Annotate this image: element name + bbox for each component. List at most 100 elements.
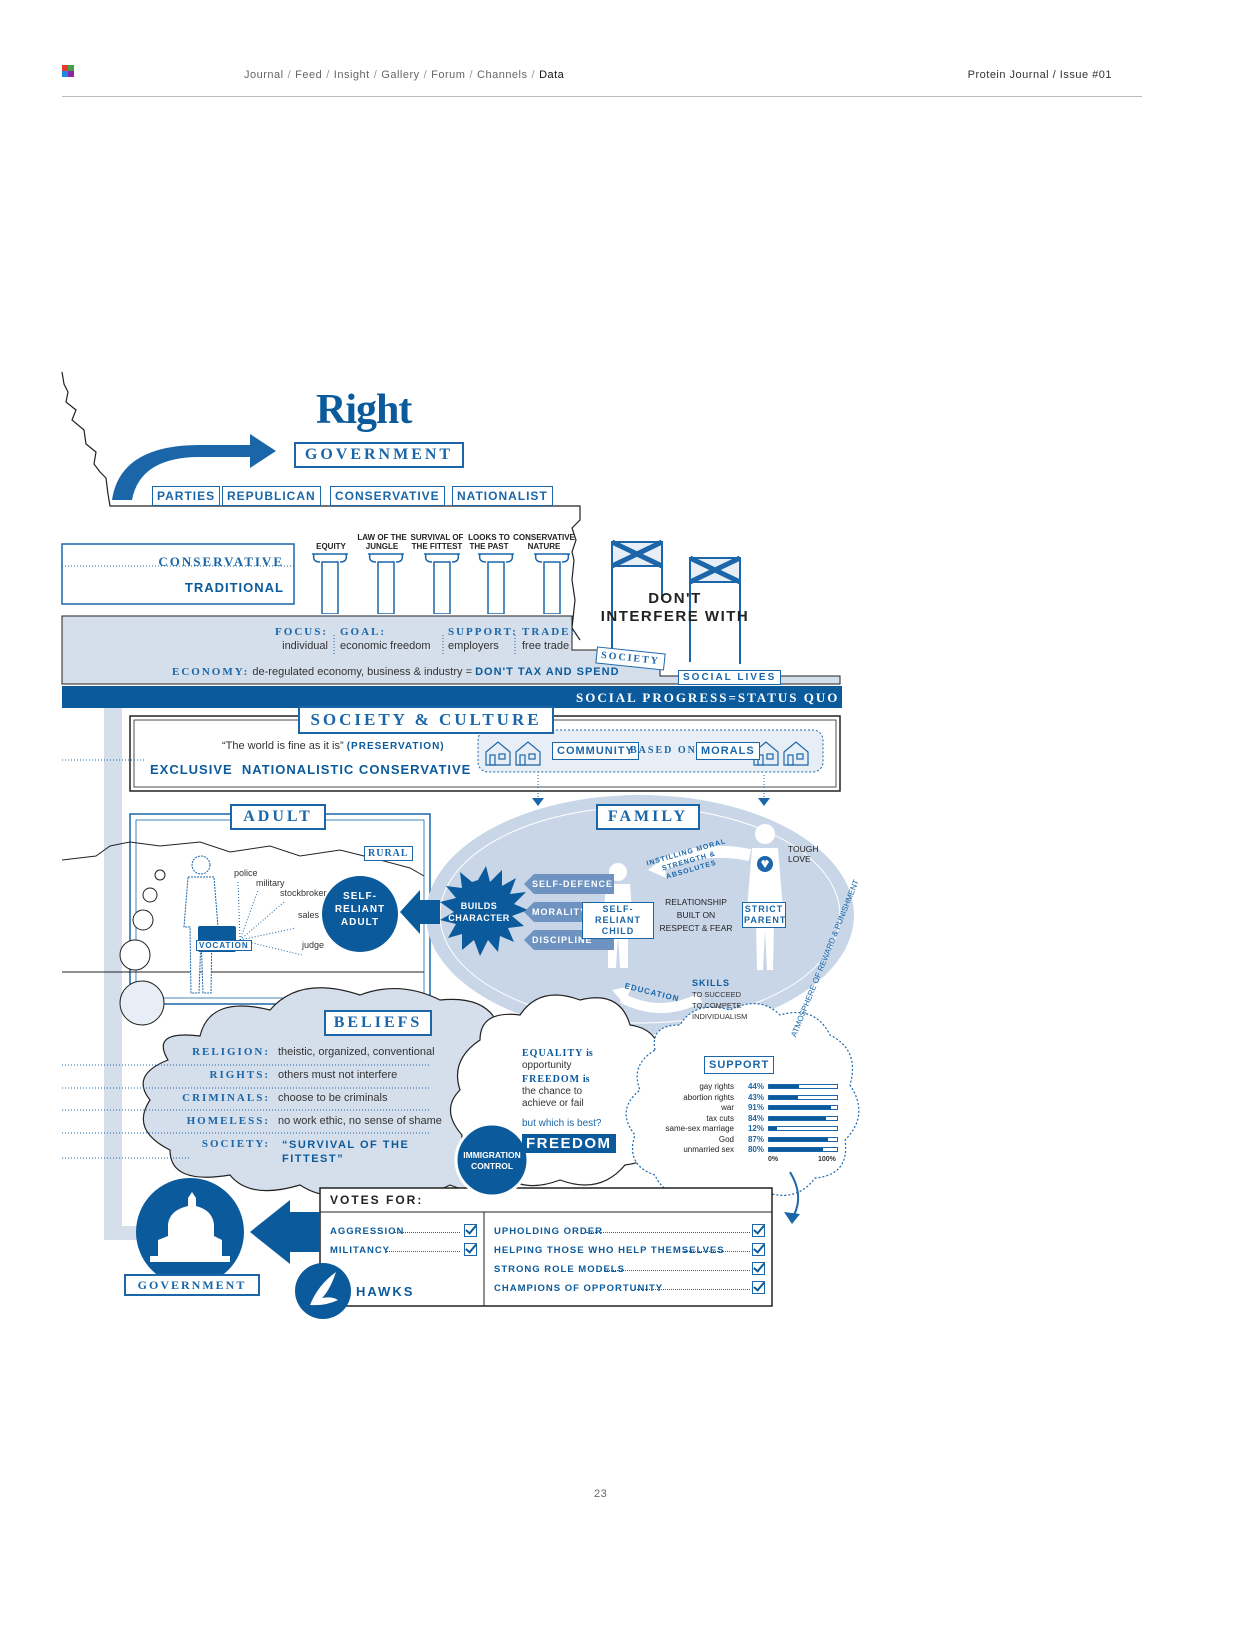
support-bar (769, 1148, 824, 1151)
support-value-label: 43% (747, 1092, 764, 1102)
support-value-label: 12% (747, 1124, 764, 1133)
support-bar-track (768, 1105, 838, 1110)
support-bar (769, 1137, 829, 1141)
government-banner: GOVERNMENT (294, 442, 464, 468)
pillar-label-4: CONSERVATIVE NATURE (513, 533, 575, 551)
vote-role-models-checkbox (752, 1262, 765, 1275)
immigration-circle (454, 1122, 530, 1198)
support-category-label: war (721, 1103, 734, 1112)
vote-militancy: MILITANCY (330, 1245, 391, 1256)
skill-succeed: TO SUCCEED (692, 990, 742, 999)
pillar-label-2: SURVIVAL OF THE FITTEST (410, 533, 464, 551)
skill-individualism: INDIVIDUALISM (692, 1012, 748, 1021)
logo-icon[interactable] (62, 65, 74, 77)
breadcrumb-channels[interactable]: Channels (477, 69, 528, 81)
economy-emphasis: DON'T TAX AND SPEND (475, 666, 620, 678)
stat-focus-value: individual (282, 640, 328, 652)
support-bar-track (768, 1084, 838, 1089)
pillar-label-0: EQUITY (316, 542, 346, 551)
capitol-icon (150, 1192, 230, 1262)
support-category-label: gay rights (699, 1082, 734, 1091)
job-judge: judge (302, 940, 325, 950)
builds-character-starburst (440, 866, 528, 956)
vote-aggression-checkbox (464, 1224, 477, 1237)
equality-is: is (586, 1048, 593, 1059)
breadcrumb-gallery[interactable]: Gallery (381, 69, 420, 81)
self-reliant-circle (322, 876, 398, 952)
support-value-label: 80% (747, 1145, 764, 1154)
freedom-key: FREEDOM (522, 1074, 581, 1085)
belief-criminals-key: CRIMINALS: (182, 1092, 270, 1104)
arrow-to-capitol (250, 1200, 320, 1264)
breadcrumb-forum[interactable]: Forum (431, 69, 466, 81)
freedom-value-1: the chance to (522, 1086, 583, 1097)
vote-aggression: AGGRESSION (330, 1226, 405, 1237)
society-quote-tag: (PRESERVATION) (346, 741, 445, 752)
which-is-best: but which is best? (522, 1118, 602, 1129)
support-category-label: God (718, 1134, 734, 1144)
dont-interfere-text: DON'T INTERFERE WITH (600, 590, 750, 625)
belief-criminals-value: choose to be criminals (278, 1092, 388, 1104)
economy-key: ECONOMY: (172, 666, 250, 678)
belief-religion-key: RELIGION: (192, 1046, 270, 1058)
family-banner: FAMILY (596, 804, 700, 830)
pillar-label-3: LOOKS TO THE PAST (468, 533, 510, 551)
society-type: EXCLUSIVE NATIONALISTIC CONSERVATIVE (150, 762, 472, 777)
stat-focus-key: FOCUS: (275, 626, 328, 638)
self-reliant-child: SELF-RELIANT CHILD (582, 902, 654, 939)
parties-label: PARTIES (152, 486, 221, 506)
breadcrumb-journal[interactable]: Journal (244, 69, 284, 81)
map-outline (61, 371, 581, 641)
arrow-self-defence: SELF-DEFENCE (524, 874, 614, 894)
belief-society-value: “SURVIVAL OF THE FITTEST” (282, 1139, 410, 1165)
support-bar-track (768, 1136, 838, 1142)
ideology-line2: TRADITIONAL (184, 580, 284, 595)
adult-silhouette-icon (180, 855, 222, 995)
based-on-text: BASED ON (630, 745, 697, 756)
vote-champions: CHAMPIONS OF OPPORTUNITY (494, 1283, 664, 1294)
support-title: SUPPORT (704, 1056, 775, 1074)
support-value-label: 91% (747, 1103, 764, 1112)
support-bar-track (768, 1126, 838, 1131)
support-category-label: unmarried sex (683, 1145, 734, 1154)
tough-love-text: TOUGH LOVE (788, 844, 819, 864)
relationship-text: RELATIONSHIP BUILT ON RESPECT & FEAR (659, 897, 733, 933)
job-military: military (256, 878, 285, 888)
support-bar (769, 1095, 799, 1099)
support-bar-track (768, 1115, 838, 1121)
hawk-icon (310, 1272, 338, 1306)
ideology-line1: CONSERVATIVE (158, 554, 284, 569)
support-title-text: SUPPORT (709, 1059, 770, 1071)
breadcrumb-insight[interactable]: Insight (333, 69, 370, 81)
belief-homeless-key: HOMELESS: (186, 1115, 270, 1127)
parent-silhouette-icon (740, 822, 790, 972)
party-conservative: CONSERVATIVE (330, 486, 445, 506)
immigration-control: IMMIGRATION CONTROL (463, 1150, 521, 1171)
vote-upholding-order-checkbox (752, 1224, 765, 1237)
vote-helping-those: HELPING THOSE WHO HELP THEMSELVES (494, 1245, 725, 1256)
skill-compete: TO COMPETE (692, 1001, 742, 1010)
support-bar (769, 1127, 778, 1130)
party-nationalist: NATIONALIST (452, 486, 553, 506)
arrow-to-government (112, 434, 276, 500)
freedom-is: is (582, 1074, 590, 1085)
social-progress-bar (62, 686, 842, 708)
adult-banner: ADULT (230, 804, 326, 830)
equality-value: opportunity (522, 1060, 572, 1071)
breadcrumb-feed[interactable]: Feed (295, 69, 323, 81)
support-value-label: 87% (747, 1134, 764, 1144)
flag-icons (610, 539, 742, 664)
belief-homeless-value: no work ethic, no sense of shame (278, 1115, 442, 1127)
breadcrumb-data[interactable]: Data (539, 69, 565, 81)
belief-religion-value: theistic, organized, conventional (278, 1046, 435, 1058)
community-tag: COMMUNITY (552, 742, 639, 760)
stat-goal-key: GOAL: (340, 626, 387, 638)
diagram-title: Right (316, 387, 412, 433)
job-police: police (234, 868, 258, 878)
page-number: 23 (594, 1488, 608, 1500)
support-bar (769, 1106, 831, 1109)
job-stockbroker: stockbroker (280, 888, 327, 898)
equality-statement: EQUALITY is opportunity FREEDOM is the c… (522, 1048, 593, 1110)
support-category-label: same-sex marriage (665, 1124, 734, 1133)
society-culture-banner: SOCIETY & CULTURE (298, 706, 554, 734)
